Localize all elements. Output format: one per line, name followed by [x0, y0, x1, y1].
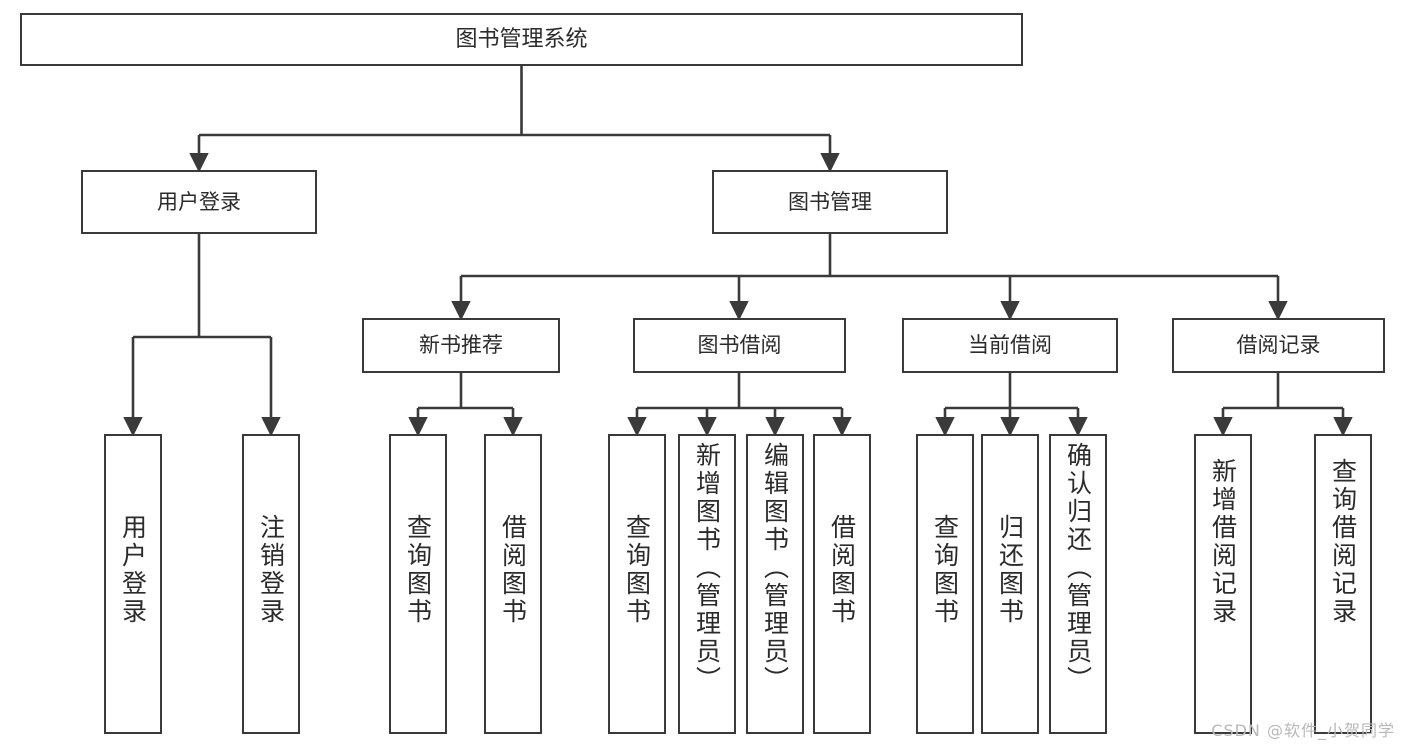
node-current-borrow-label: 当前借阅 — [968, 333, 1052, 358]
node-leaf-user-login-label: 用户登录 — [118, 514, 148, 626]
node-leaf-add-record-label: 新增借阅记录 — [1208, 458, 1238, 626]
node-leaf-query-book-3-label: 查询图书 — [930, 514, 960, 626]
node-user-login[interactable]: 用户登录 — [81, 170, 317, 234]
node-book-borrow[interactable]: 图书借阅 — [633, 318, 846, 373]
node-leaf-borrow-book-2-label: 借阅图书 — [827, 514, 857, 626]
node-leaf-logout-label: 注销登录 — [256, 514, 286, 626]
node-book-manage-label: 图书管理 — [788, 189, 872, 214]
node-new-book-rec-label: 新书推荐 — [419, 333, 503, 358]
node-root[interactable]: 图书管理系统 — [20, 13, 1023, 66]
node-leaf-query-book-1-label: 查询图书 — [403, 514, 433, 626]
node-leaf-confirm-return[interactable]: 确认归还（管理员） — [1049, 434, 1107, 734]
node-leaf-query-book-3[interactable]: 查询图书 — [916, 434, 974, 734]
node-root-label: 图书管理系统 — [455, 26, 588, 52]
node-leaf-query-book-1[interactable]: 查询图书 — [389, 434, 447, 734]
node-leaf-borrow-book-1-label: 借阅图书 — [498, 514, 528, 626]
node-leaf-add-record[interactable]: 新增借阅记录 — [1194, 434, 1252, 734]
node-borrow-record-label: 借阅记录 — [1236, 333, 1321, 358]
node-leaf-query-book-2[interactable]: 查询图书 — [608, 434, 666, 734]
node-leaf-edit-book[interactable]: 编辑图书（管理员） — [746, 434, 804, 734]
node-leaf-query-record[interactable]: 查询借阅记录 — [1314, 434, 1372, 734]
node-new-book-rec[interactable]: 新书推荐 — [362, 318, 560, 373]
node-current-borrow[interactable]: 当前借阅 — [902, 318, 1118, 373]
node-leaf-confirm-return-label: 确认归还（管理员） — [1063, 442, 1093, 694]
node-user-login-label: 用户登录 — [157, 189, 241, 214]
node-leaf-return-book[interactable]: 归还图书 — [981, 434, 1039, 734]
node-leaf-borrow-book-1[interactable]: 借阅图书 — [484, 434, 542, 734]
node-leaf-user-login[interactable]: 用户登录 — [104, 434, 162, 734]
node-leaf-logout[interactable]: 注销登录 — [242, 434, 300, 734]
node-book-manage[interactable]: 图书管理 — [712, 170, 948, 234]
node-leaf-edit-book-label: 编辑图书（管理员） — [760, 442, 790, 694]
node-leaf-add-book-label: 新增图书（管理员） — [692, 442, 722, 694]
node-leaf-borrow-book-2[interactable]: 借阅图书 — [813, 434, 871, 734]
node-leaf-query-book-2-label: 查询图书 — [622, 514, 652, 626]
node-leaf-return-book-label: 归还图书 — [995, 514, 1025, 626]
node-book-borrow-label: 图书借阅 — [697, 333, 782, 358]
node-leaf-add-book[interactable]: 新增图书（管理员） — [678, 434, 736, 734]
csdn-watermark: CSDN @软件_小贺同学 — [1211, 721, 1395, 740]
node-borrow-record[interactable]: 借阅记录 — [1172, 318, 1385, 373]
node-leaf-query-record-label: 查询借阅记录 — [1328, 458, 1358, 626]
